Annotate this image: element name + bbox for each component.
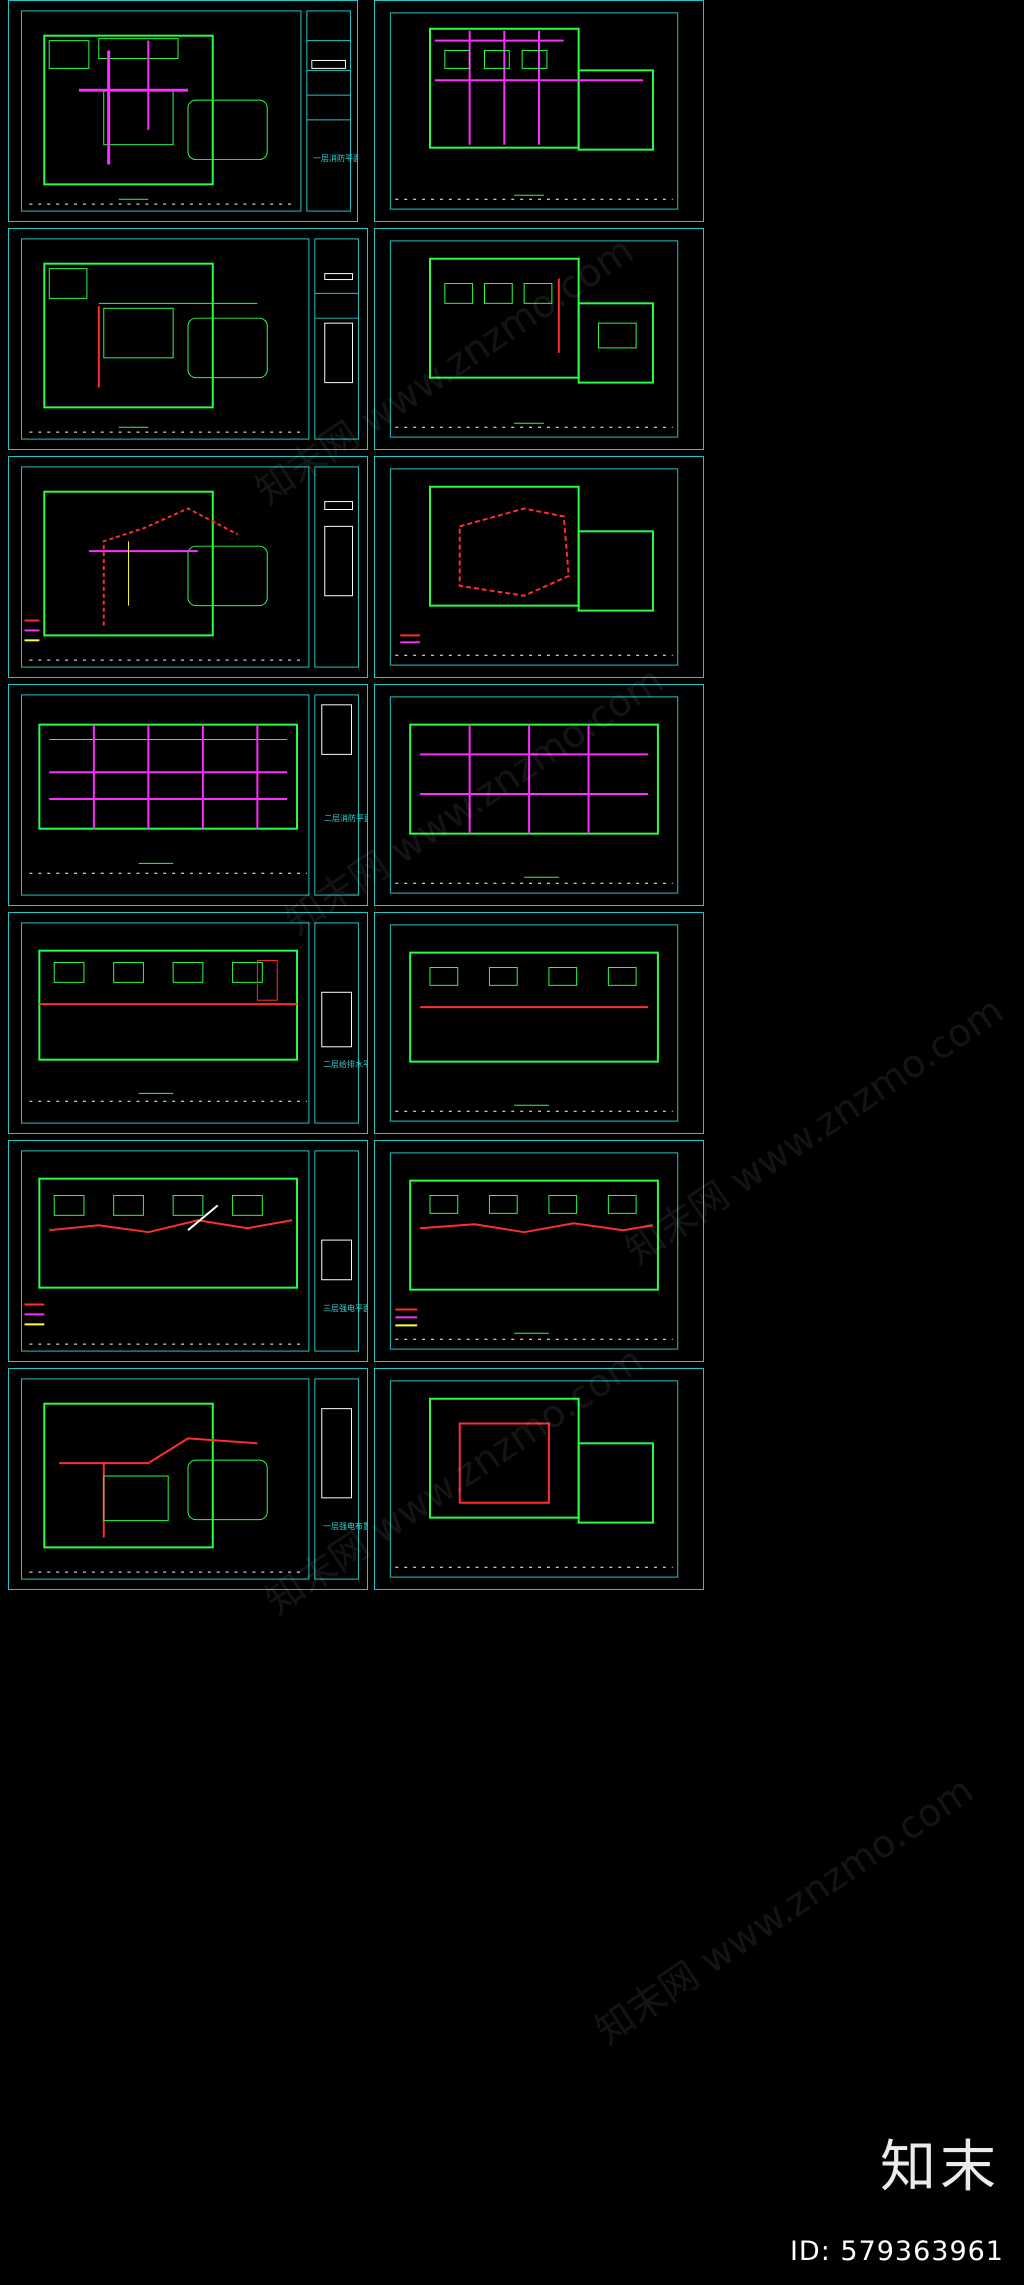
drawing-sheet-4 xyxy=(374,228,704,450)
drawing-sheet-13: 一层强电布置平面图 xyxy=(8,1368,368,1590)
drawing-sheet-12 xyxy=(374,1140,704,1362)
drawing-sheet-9: 二层给排水平面图 xyxy=(8,912,368,1134)
drawing-sheet-14 xyxy=(374,1368,704,1590)
sheet-3-art xyxy=(21,238,359,440)
drawing-sheet-3 xyxy=(8,228,368,450)
sheet-13-title: 一层强电布置平面图 xyxy=(323,1522,367,1531)
sheet-7-title: 二层消防平面图 xyxy=(324,814,367,823)
drawing-sheet-5 xyxy=(8,456,368,678)
sheet-14-art xyxy=(389,1380,679,1578)
sheet-10-art xyxy=(389,924,679,1122)
sheet-1-title: 一层消防平面图 xyxy=(313,154,357,163)
image-id: ID: 579363961 xyxy=(789,2236,1004,2267)
sheet-13-art xyxy=(21,1378,359,1580)
drawing-sheet-10 xyxy=(374,912,704,1134)
drawing-sheet-8 xyxy=(374,684,704,906)
sheet-2-art xyxy=(389,12,679,210)
sheet-9-title: 二层给排水平面图 xyxy=(323,1060,367,1069)
drawing-sheet-11: 三层强电平面图 xyxy=(8,1140,368,1362)
sheet-5-art xyxy=(21,466,359,668)
sheet-1-art xyxy=(20,10,351,212)
sheet-11-title: 三层强电平面图 xyxy=(323,1304,367,1313)
watermark: 知末网 www.znzmo.com xyxy=(587,1767,981,2053)
drawing-sheet-2 xyxy=(374,0,704,222)
sheet-6-art xyxy=(389,468,679,666)
brand-logo: 知末 xyxy=(880,2135,1000,2200)
sheet-11-art xyxy=(21,1150,359,1352)
sheet-9-art xyxy=(21,922,359,1124)
drawing-sheet-7: 二层消防平面图 xyxy=(8,684,368,906)
sheet-4-art xyxy=(389,240,679,438)
drawing-sheet-1: 一层消防平面图 xyxy=(8,0,358,222)
sheet-12-art xyxy=(389,1152,679,1350)
sheet-7-art xyxy=(21,694,359,896)
drawing-sheet-6 xyxy=(374,456,704,678)
sheet-8-art xyxy=(389,696,679,894)
